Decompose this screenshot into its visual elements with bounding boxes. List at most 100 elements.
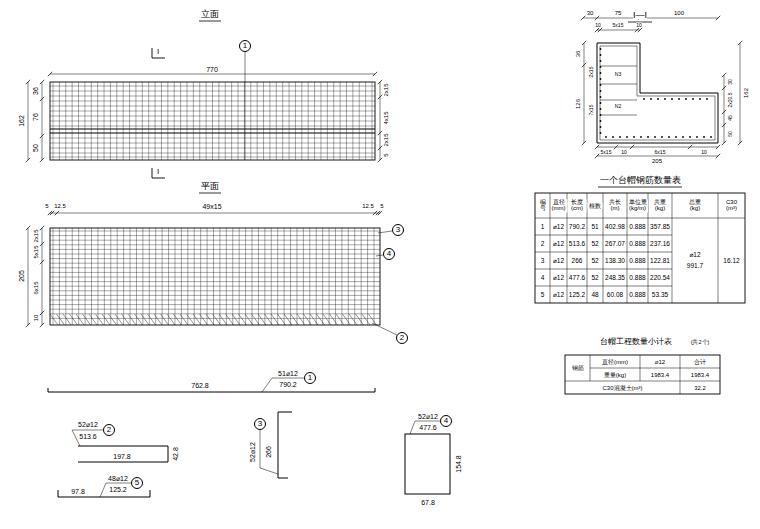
cap-outline (50, 82, 375, 160)
hatch-line (310, 314, 318, 325)
table-rule (535, 252, 672, 253)
rebar-line (284, 228, 285, 325)
table-note: (共2个) (691, 340, 710, 346)
hatch-line (278, 314, 286, 325)
rebar-line (264, 228, 265, 325)
table-cell: 402.98 (605, 223, 625, 230)
rebar-line (136, 228, 137, 325)
rebar-line (91, 228, 92, 325)
rebar-line (50, 157, 375, 158)
table-cell: 51 (591, 223, 598, 230)
table-cell: 5 (541, 291, 545, 298)
rebar-dot (600, 108, 602, 110)
rebar-line (168, 228, 169, 325)
dimension-line (724, 75, 725, 143)
rebar-dot (600, 132, 602, 134)
rebar-line (367, 228, 368, 325)
section-mark: I (157, 168, 159, 176)
cap-outline (50, 228, 380, 325)
view-title: I—I (633, 11, 647, 20)
hatch-line (330, 314, 338, 325)
table-header: 长度 (cm) (568, 199, 587, 212)
table-header: 共重 (kg) (649, 199, 671, 212)
dimension-tick (582, 41, 586, 45)
rebar-dot (605, 136, 607, 138)
callout-circle: 4 (383, 248, 395, 260)
rebar-line (181, 228, 182, 325)
rebar-line (53, 228, 54, 325)
rebar-line (50, 106, 375, 107)
rebar-line (303, 228, 304, 325)
table-cell: 直径(mm) (602, 359, 628, 365)
dimension-text: 197.8 (113, 453, 131, 460)
rebar-line (600, 84, 637, 85)
table-cell: 0.888 (629, 291, 645, 298)
rebar-dot (706, 98, 708, 100)
dimension-text: 162 (743, 88, 749, 98)
hatch-line (135, 314, 143, 325)
table-cell: 3 (541, 257, 545, 264)
hatch-line (239, 314, 247, 325)
dimension-text: 10 (33, 315, 39, 322)
callout-number: 2 (107, 426, 111, 434)
hatch-line (141, 314, 149, 325)
table-cell: 357.85 (650, 223, 670, 230)
dimension-text: 30 (587, 10, 594, 16)
rebar-line (50, 121, 375, 122)
hatch-line (245, 314, 253, 325)
rebar-line (600, 46, 715, 140)
dimension-tick (716, 145, 720, 149)
dimension-text: 4x15 (383, 111, 389, 124)
rebar-line (50, 96, 375, 97)
rebar-line (271, 228, 272, 325)
dimension-text: 770 (206, 66, 218, 73)
callout-circle: 1 (239, 40, 251, 52)
table-cell: 合计 (694, 359, 706, 365)
table-cell: 32.2 (694, 385, 706, 391)
callout-number: 4 (444, 417, 448, 425)
callout-circle: 2 (396, 332, 408, 344)
dimension-tick (716, 16, 720, 20)
hatch-line (193, 314, 201, 325)
hatch-line (323, 314, 331, 325)
dimension-tick (40, 97, 44, 101)
hatch-line (252, 314, 260, 325)
dimension-text: 7x15 (589, 105, 594, 116)
dimension-tick (378, 146, 382, 150)
table-cell: 53.35 (652, 291, 668, 298)
dimension-tick (722, 123, 726, 127)
dimension-tick (378, 80, 382, 84)
view-title: 立面 (201, 10, 219, 19)
rebar-line (59, 228, 60, 325)
dimension-line (42, 228, 43, 325)
rebar-dot (668, 136, 670, 138)
hatch-line (265, 314, 273, 325)
rebar-mark: N3 (615, 72, 621, 77)
rebar-line (50, 290, 380, 291)
dimension-line (42, 82, 43, 160)
table-cell: 248.35 (605, 274, 625, 281)
rebar-line (50, 313, 380, 314)
dimension-text: 10 (621, 150, 627, 155)
rebar-dot (600, 54, 602, 56)
hatch-line (161, 314, 169, 325)
callout-circle: 1 (304, 372, 316, 384)
rebar-line (50, 116, 375, 117)
hatch-line (128, 314, 136, 325)
rebar-line (329, 228, 330, 325)
bar-spec: 48⌀12 (108, 475, 128, 482)
rebar-line (50, 304, 380, 305)
rebar-dot (600, 96, 602, 98)
dimension-text: 75 (615, 10, 622, 16)
rebar-line (335, 228, 336, 325)
table-cell: 513.6 (569, 240, 585, 247)
title-underline (199, 193, 221, 194)
rebar-dot (600, 126, 602, 128)
dimension-tick (598, 28, 602, 32)
table-cell: 48 (591, 291, 598, 298)
table-cell: 52 (591, 257, 598, 264)
rebar-line (50, 309, 380, 310)
rebar-line (50, 143, 375, 144)
dimension-tick (26, 226, 30, 230)
rebar-line (174, 228, 175, 325)
